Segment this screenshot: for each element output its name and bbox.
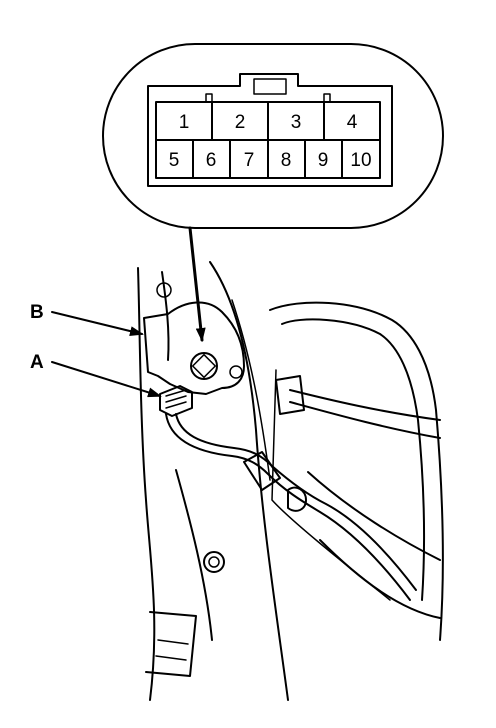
- harness-clip: [287, 486, 307, 512]
- lower-pillar-panel: [145, 611, 197, 677]
- pin-6-label: 6: [206, 150, 217, 171]
- callout-b-label: B: [30, 302, 44, 323]
- pin-5-label: 5: [169, 150, 180, 171]
- key-mark-left: [205, 93, 213, 103]
- door-panel-edge: [269, 301, 444, 641]
- door-bottom-contour: [319, 539, 441, 619]
- bracket-b: [143, 301, 245, 395]
- pin-8-label: 8: [281, 150, 292, 171]
- bracket-hole-top: [156, 282, 172, 298]
- pin-2-label: 2: [235, 112, 246, 133]
- callout-a: A: [30, 352, 162, 398]
- key-mark-right: [323, 93, 331, 103]
- callout-a-arrow: [51, 361, 162, 398]
- zoom-bubble-outline: [102, 43, 444, 229]
- lower-bolt-outer: [203, 551, 225, 573]
- connector-a: [159, 385, 193, 417]
- lower-bolt-inner: [208, 556, 220, 568]
- door-lower-contour: [307, 471, 441, 561]
- connector-face: 1 2 3 4 5 6 7 8 9 10: [147, 73, 393, 187]
- connector-latch: [253, 78, 287, 95]
- door-panel-inner: [281, 318, 426, 601]
- pin-4-label: 4: [347, 112, 358, 133]
- callout-b-arrow: [51, 311, 144, 337]
- zoom-leader-arrow: [188, 226, 206, 342]
- pin-7-label: 7: [244, 150, 255, 171]
- lower-panel-edge: [175, 469, 213, 641]
- pin-1-label: 1: [179, 112, 190, 133]
- pillar-right-edge: [209, 261, 289, 701]
- bracket-hole-right: [229, 365, 243, 379]
- connector-detail-bubble: 1 2 3 4 5 6 7 8 9 10: [102, 43, 444, 342]
- cable-upper: [289, 389, 441, 421]
- harness-inner: [175, 413, 417, 591]
- callout-b: B: [30, 302, 144, 337]
- pillar-inner-edge: [161, 271, 170, 361]
- harness-outer: [165, 413, 411, 601]
- pin-10-label: 10: [350, 150, 371, 171]
- harness-grommet: [243, 451, 281, 491]
- cable-clip: [275, 375, 305, 415]
- socket-ring: [190, 352, 218, 380]
- connector-a-body: [159, 385, 193, 417]
- door-trim-line: [271, 369, 391, 601]
- door-body-illustration: [137, 261, 444, 701]
- pin-3-label: 3: [291, 112, 302, 133]
- pin-9-label: 9: [318, 150, 329, 171]
- socket-square: [191, 353, 217, 379]
- cable-lower: [289, 401, 441, 439]
- callout-a-label: A: [30, 352, 44, 373]
- connector-shell: [147, 73, 393, 187]
